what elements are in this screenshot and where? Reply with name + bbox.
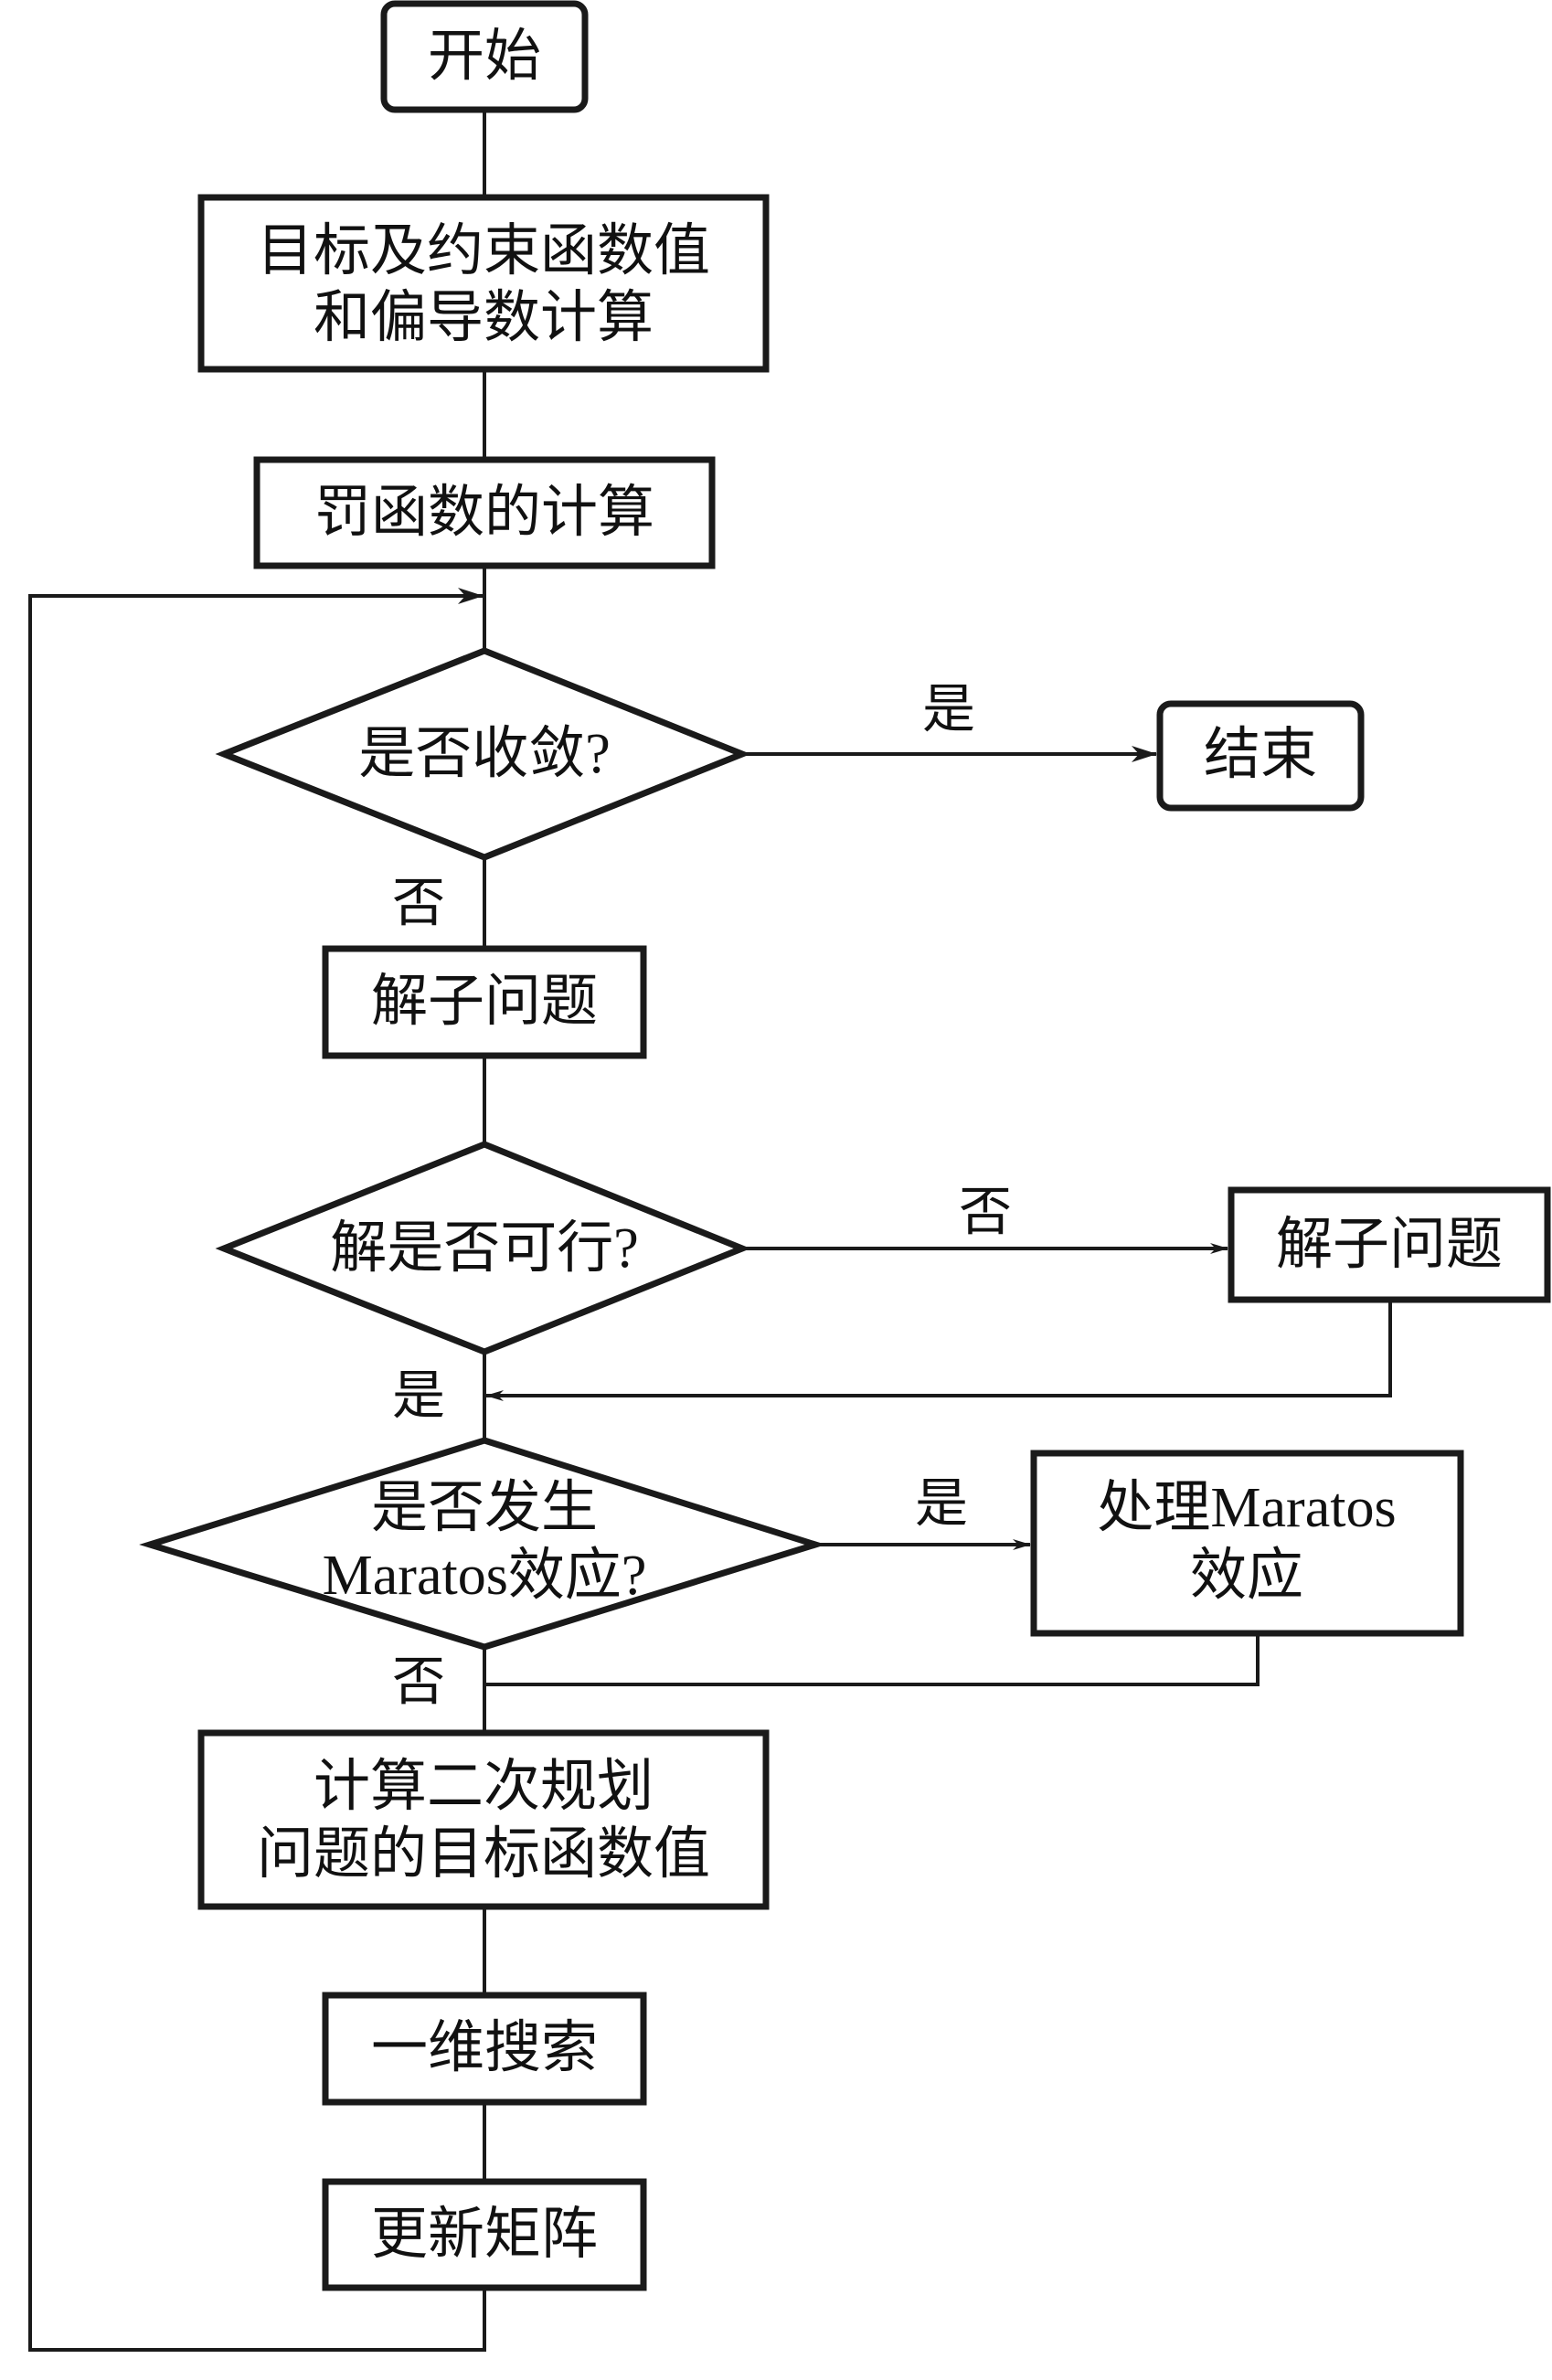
edge-solvesub-alt-return [485, 1302, 1392, 1401]
label-converged-yes: 是 [922, 680, 975, 739]
node-maratos-check-line2: Maratos效应? [323, 1545, 647, 1607]
node-end-label: 结束 [1204, 724, 1317, 786]
node-start: 开始 [380, 0, 589, 113]
label-maratos-no: 否 [392, 1652, 445, 1712]
node-feasible: 解是否可行? [215, 1141, 751, 1355]
node-solve-sub-label: 解子问题 [371, 971, 598, 1033]
node-qp-objective-line2: 问题的目标函数值 [257, 1823, 710, 1886]
connectors [28, 112, 1392, 2352]
node-converged-label: 是否收敛? [358, 723, 611, 785]
node-feasible-label: 解是否可行? [330, 1217, 639, 1280]
node-qp-objective: 计算二次规划 问题的目标函数值 [197, 1729, 770, 1910]
node-compute-derivs-line1: 目标及约束函数值 [257, 220, 710, 282]
label-feasible-no: 否 [959, 1183, 1012, 1242]
node-maratos-check-line1: 是否发生 [371, 1477, 598, 1539]
node-penalty-label: 罚函数的计算 [314, 482, 654, 544]
node-compute-derivs-line2: 和偏导数计算 [314, 287, 654, 349]
node-converged: 是否收敛? [215, 647, 751, 861]
node-maratos-handle-line1: 处理Maratos [1097, 1477, 1396, 1539]
edge-maratos-handle-return [484, 1635, 1260, 1686]
node-update-matrix-label: 更新矩阵 [371, 2204, 598, 2266]
label-maratos-yes: 是 [915, 1474, 968, 1534]
node-compute-derivs: 目标及约束函数值 和偏导数计算 [197, 194, 770, 373]
node-solve-sub: 解子问题 [322, 945, 647, 1059]
edge-loop-back [28, 588, 486, 2352]
node-line-search-label: 一维搜索 [371, 2017, 598, 2079]
node-maratos-check: 是否发生 Maratos效应? [139, 1437, 826, 1651]
label-converged-no: 否 [392, 874, 445, 933]
node-qp-objective-line1: 计算二次规划 [314, 1756, 654, 1818]
node-start-label: 开始 [428, 26, 541, 88]
node-solve-sub-alt-label: 解子问题 [1276, 1214, 1503, 1276]
label-feasible-yes: 是 [392, 1366, 445, 1426]
node-maratos-handle: 处理Maratos 效应 [1030, 1450, 1464, 1637]
node-end: 结束 [1156, 700, 1365, 812]
node-update-matrix: 更新矩阵 [322, 2178, 647, 2291]
node-maratos-handle-line2: 效应 [1190, 1545, 1303, 1607]
node-line-search: 一维搜索 [322, 1992, 647, 2106]
node-solve-sub-alt: 解子问题 [1228, 1186, 1551, 1303]
node-penalty: 罚函数的计算 [253, 456, 716, 569]
